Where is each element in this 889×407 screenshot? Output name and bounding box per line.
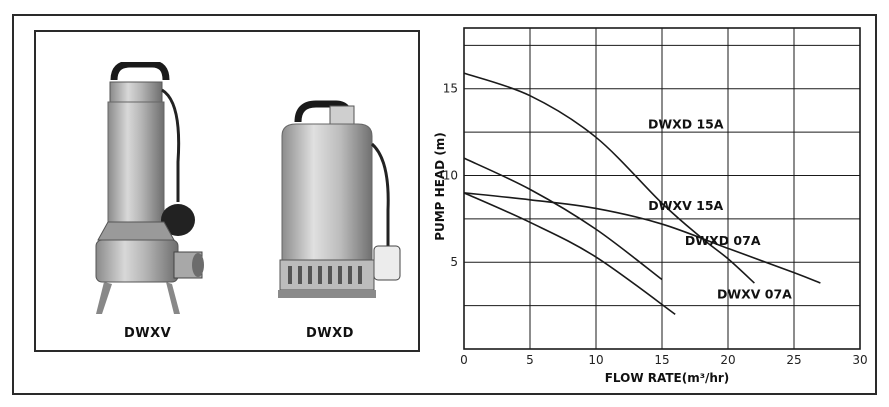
caption-dwxd: DWXD [306, 326, 354, 341]
pump-dwxd-icon [278, 100, 401, 298]
series-label-1: DWXV 15A [648, 198, 723, 213]
caption-dwxv: DWXV [124, 326, 172, 341]
y-tick-label-1: 10 [443, 168, 458, 182]
series-label-3: DWXV 07A [717, 287, 792, 302]
y-axis-title: PUMP HEAD (m) [433, 132, 447, 241]
x-tick-label-4: 20 [720, 353, 735, 367]
series-line-1 [463, 192, 821, 284]
y-tick-label-2: 15 [443, 82, 458, 96]
series-line-0 [463, 72, 755, 284]
x-axis-title: FLOW RATE(m³/hr) [605, 371, 730, 385]
x-tick-label-0: 0 [460, 353, 468, 367]
series-line-3 [463, 192, 676, 315]
x-tick-label-5: 25 [786, 353, 801, 367]
series-label-0: DWXD 15A [648, 117, 724, 132]
series-label-2: DWXD 07A [685, 233, 761, 248]
x-tick-label-2: 10 [588, 353, 603, 367]
series-line-2 [463, 157, 663, 281]
y-tick-label-0: 5 [450, 255, 458, 269]
x-tick-label-1: 5 [526, 353, 534, 367]
product-photo-panel: DWXV DWXD [34, 30, 420, 352]
x-tick-label-6: 30 [852, 353, 867, 367]
pump-dwxv-icon [95, 62, 204, 314]
x-tick-label-3: 15 [654, 353, 669, 367]
